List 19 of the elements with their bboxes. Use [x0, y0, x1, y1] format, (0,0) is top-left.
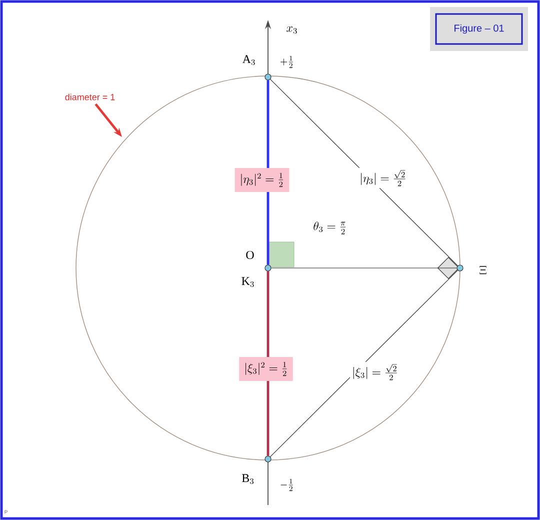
edge-label: $|\xi_3|^2 = \frac{1}{2}$ [239, 357, 293, 381]
edge-label: $|\eta_3|^2 = \frac{1}{2}$ [234, 168, 290, 192]
annotation-text: diameter = 1 [65, 94, 115, 100]
connector [266, 80, 270, 265]
connector [266, 271, 270, 456]
point-label: $\mathrm{K}_3$ [242, 277, 254, 287]
axis-label: $x_3$ [286, 26, 297, 34]
point-label: $\mathrm{B}_3$ [242, 474, 254, 484]
angle-label: $\theta_3 = \frac{\pi}{2}$ [314, 222, 346, 234]
coordinate-label: $+\frac{1}{2}$ [280, 56, 293, 68]
coordinate-label: $-\frac{1}{2}$ [280, 478, 293, 491]
point-label: $\mathrm{A}_3$ [242, 55, 255, 66]
edge-label: $|\xi_3| = \frac{\sqrt{2}}{2}$ [350, 362, 400, 382]
connector [270, 270, 458, 457]
connector [270, 79, 458, 266]
point-label: $\mathrm{O}$ [246, 250, 254, 260]
point-label: $\Xi$ [480, 266, 486, 274]
figure-label-box: Figure – 01 [430, 7, 528, 51]
edge-label: $|\eta_3| = \frac{\sqrt{2}}{2}$ [358, 168, 408, 188]
